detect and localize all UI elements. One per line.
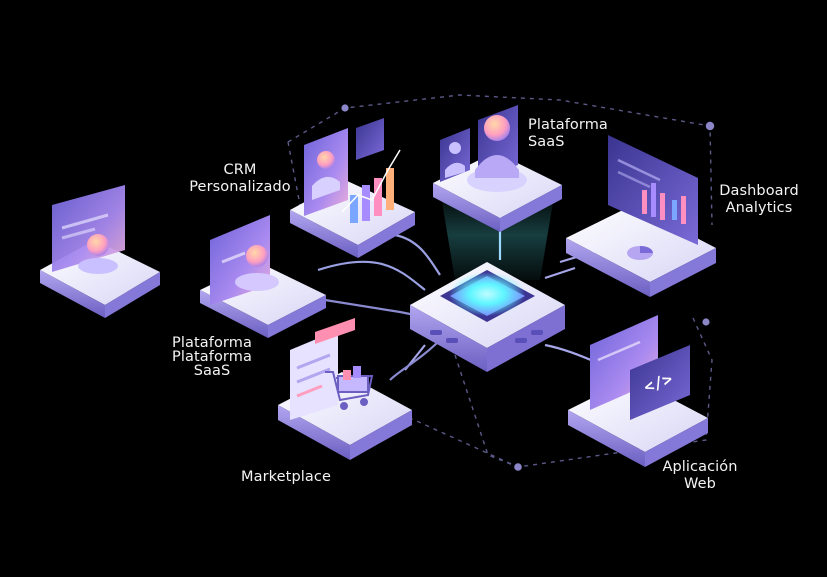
frame-node-dots — [341, 104, 715, 471]
card-dashboard — [566, 135, 716, 297]
central-hub — [410, 262, 565, 372]
card-marketplace — [278, 318, 412, 460]
card-web-app: </> — [568, 315, 708, 467]
pie-chart-icon — [627, 246, 653, 260]
card-left-profile — [40, 185, 160, 318]
code-window-icon: </> — [630, 345, 690, 420]
user-profile-icon — [467, 115, 527, 192]
card-saas-top — [433, 105, 562, 232]
label-marketplace: Marketplace — [241, 469, 331, 485]
outer-network-frame — [287, 94, 713, 468]
user-profile-icon — [312, 151, 340, 200]
card-crm — [290, 118, 415, 258]
bar-chart-icon — [341, 149, 401, 223]
bar-chart-icon — [642, 183, 686, 224]
shopping-cart-icon — [325, 366, 374, 410]
user-profile-icon — [235, 245, 279, 291]
hub-chip-icon — [440, 270, 535, 322]
user-profile-icon — [78, 234, 118, 274]
card-saas-left — [200, 215, 326, 338]
